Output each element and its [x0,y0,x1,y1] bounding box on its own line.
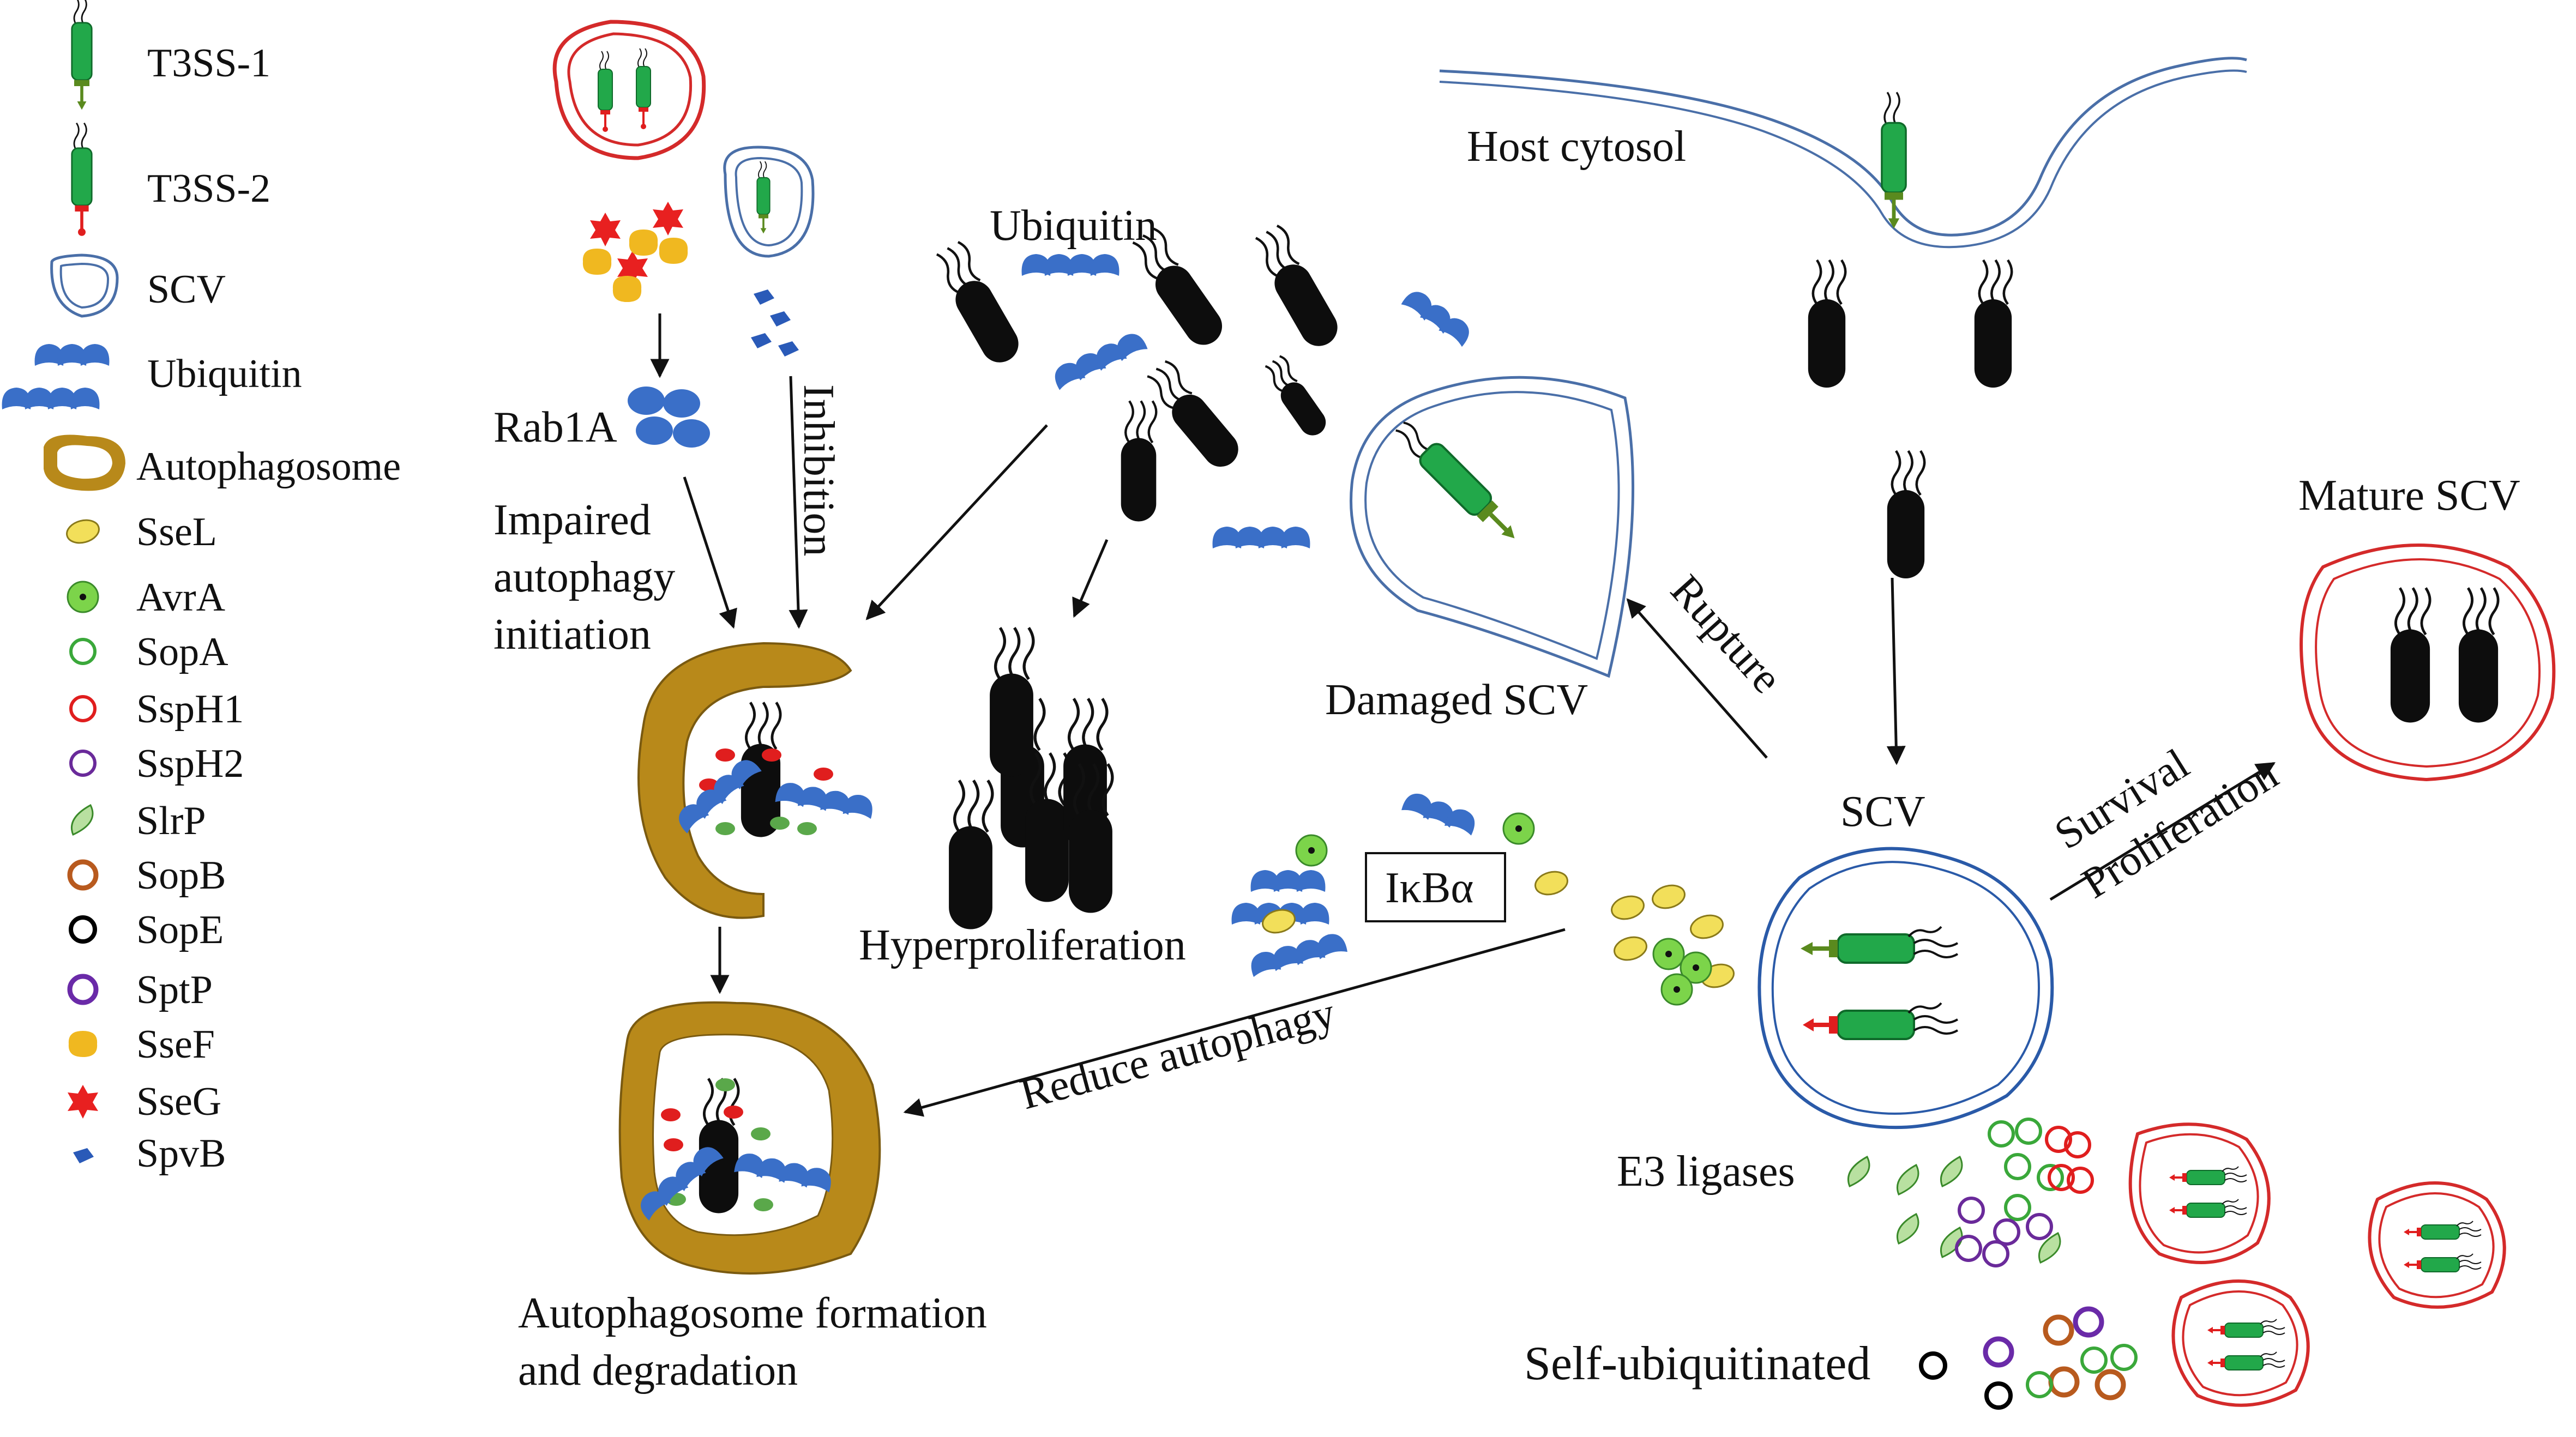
cytosolic-bacterium-1 [1808,260,1845,388]
legend-icon-avra [67,581,99,613]
e3-ligases-cluster [1847,1119,2092,1266]
legend-icon-sptp [70,976,96,1003]
self-ubiquitinated-cluster [1921,1309,2136,1408]
impaired-label-line2: autophagy [493,553,675,601]
ubiquitin-label: Ubiquitin [990,202,1157,250]
central-scv [1758,847,2054,1130]
arrow-reduce-autophagy [903,928,1566,1117]
legend-icon-scv [50,253,119,318]
mature-scv [2300,544,2556,782]
arrow-inhibition [789,376,808,629]
arrow-survival [2049,762,2276,901]
legend-label-ssel: SseL [136,510,217,554]
rab1a-cluster [628,387,710,448]
legend-icon-autophagosome [44,434,125,491]
legend-icon-sopa [71,639,95,663]
mature-scv-small-3 [2171,1279,2310,1407]
legend: T3SS-1 T3SS-2 SCV Ubiquitin Autophagosom… [2,0,401,1176]
cytosolic-bacterium-2 [1975,260,2012,388]
legend-label-sopb: SopB [136,853,226,898]
legend-label-ubiquitin: Ubiquitin [147,352,302,396]
hyperproliferation-stack [949,628,1112,929]
legend-icon-t3ss2 [72,123,92,236]
legend-icon-t3ss1 [72,0,92,110]
ssef-sseg-cluster [582,202,688,302]
legend-label-autophagosome: Autophagosome [136,444,401,489]
autophagosome [618,1001,881,1275]
arrow-ubiquitin-to-phagophore [865,424,1048,620]
ubiquitinated-bacteria-cluster [929,224,1474,548]
legend-label-sopa: SopA [136,630,228,674]
arrow-to-hyperproliferation [1072,539,1109,618]
legend-icon-ssef [68,1031,98,1057]
legend-label-avra: AvrA [136,575,225,620]
legend-icon-sseg [68,1085,98,1119]
autophagosome-formation-line1: Autophagosome formation [518,1289,987,1337]
mature-scv-small-2 [2368,1181,2506,1309]
reduce-autophagy-label: Reduce autophagy [1015,989,1340,1119]
legend-label-t3ss1: T3SS-1 [147,41,270,86]
legend-icon-sopb [70,862,96,888]
mature-scv-small-1 [2128,1122,2271,1264]
legend-icon-slrp [70,804,94,836]
legend-icon-ssph2 [71,751,95,775]
scv-label: SCV [1840,788,1925,836]
impaired-label-line3: initiation [493,611,651,659]
host-cytosol-label: Host cytosol [1467,123,1686,171]
ikba-complex: IκBα [1232,789,1571,977]
scv-small-blue [723,146,815,258]
arrow-to-scv [1886,577,1906,765]
spvb-cluster [751,289,799,357]
autophagosome-formation-line2: and degradation [518,1347,798,1394]
rab1a-label: Rab1A [493,403,617,451]
legend-icon-sope [71,917,95,941]
legend-label-slrp: SlrP [136,799,206,843]
legend-label-ssph1: SspH1 [136,687,244,732]
legend-label-spvb: SpvB [136,1131,226,1176]
arrow-impaired-to-autophagosome [683,476,737,629]
host-cytosol-membrane [1439,57,2247,249]
damaged-scv-label: Damaged SCV [1325,676,1588,724]
legend-icon-ssel [63,516,103,547]
legend-label-sseg: SseG [136,1079,221,1124]
legend-label-sope: SopE [136,908,224,952]
legend-icon-ssph1 [71,697,95,721]
damaged-scv [1350,376,1635,678]
legend-label-scv: SCV [147,267,226,312]
legend-icon-spvb [73,1148,94,1163]
legend-icon-ubiquitin [2,344,110,409]
arrow-rupture [1626,598,1768,759]
ikba-label: IκBα [1385,864,1473,912]
legend-label-sptp: SptP [136,968,213,1012]
e3-ligases-label: E3 ligases [1617,1148,1795,1196]
legend-label-ssph2: SspH2 [136,741,244,786]
ssel-avra-cluster [1608,881,1737,1006]
self-ubiquitinated-label: Self-ubiquitinated [1524,1337,1870,1390]
hyperproliferation-label: Hyperproliferation [859,921,1186,969]
legend-label-t3ss2: T3SS-2 [147,166,270,211]
inhibition-label: Inhibition [795,384,842,557]
rupture-label: Rupture [1662,566,1791,702]
cytosolic-bacterium-3 [1887,451,1924,578]
legend-label-ssef: SseF [136,1022,215,1067]
mature-scv-small-red [552,20,706,160]
mature-scv-label: Mature SCV [2298,472,2520,520]
impaired-label-line1: Impaired [493,496,651,544]
phagophore [637,642,875,919]
